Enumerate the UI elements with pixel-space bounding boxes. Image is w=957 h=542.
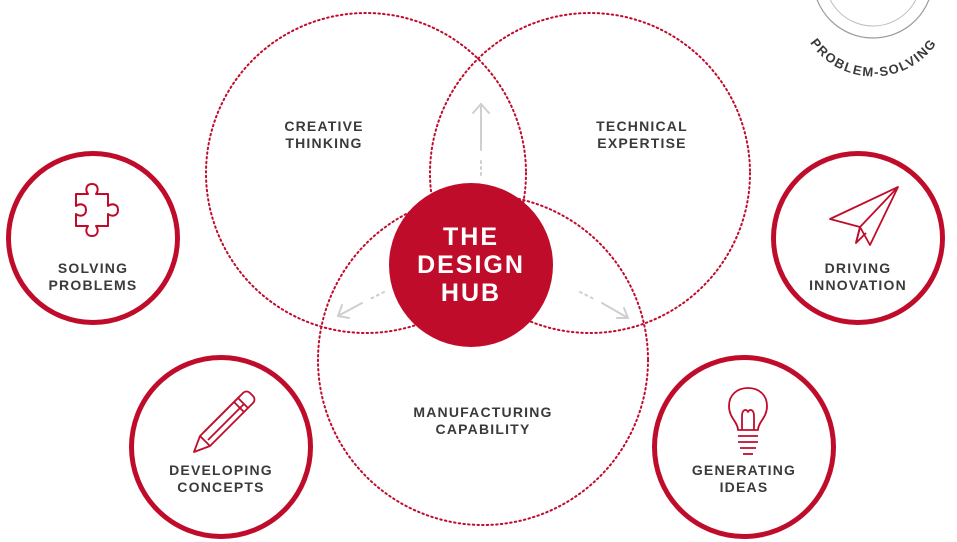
- arrow-up: [472, 102, 490, 176]
- venn-circle-creative: [205, 12, 527, 334]
- design-hub-circle: THE DESIGN HUB: [389, 183, 553, 347]
- problem-solving-badge: PROBLEM-SOLVING: [808, 0, 940, 80]
- venn-label-technical: TECHNICAL EXPERTISE: [596, 118, 688, 151]
- outcome-generating-ideas: GENERATING IDEAS: [652, 355, 836, 539]
- pencil-icon: [193, 390, 256, 453]
- svg-text:PROBLEM-SOLVING: PROBLEM-SOLVING: [808, 35, 940, 79]
- venn-circle-technical: [429, 12, 751, 334]
- lightbulb-icon: [728, 387, 768, 455]
- arrow-down-left: [336, 291, 385, 319]
- outcome-solving-problems: SOLVING PROBLEMS: [6, 151, 180, 325]
- badge-text: PROBLEM-SOLVING: [808, 35, 939, 79]
- venn-label-manufacturing: MANUFACTURING CAPABILITY: [413, 404, 553, 437]
- outcome-driving-innovation: DRIVING INNOVATION: [771, 151, 945, 325]
- paper-plane-icon: [829, 186, 899, 246]
- puzzle-icon: [75, 183, 119, 237]
- outcome-developing-concepts: DEVELOPING CONCEPTS: [129, 355, 313, 539]
- arrow-down-right: [579, 291, 630, 319]
- venn-label-creative: CREATIVE THINKING: [284, 118, 364, 151]
